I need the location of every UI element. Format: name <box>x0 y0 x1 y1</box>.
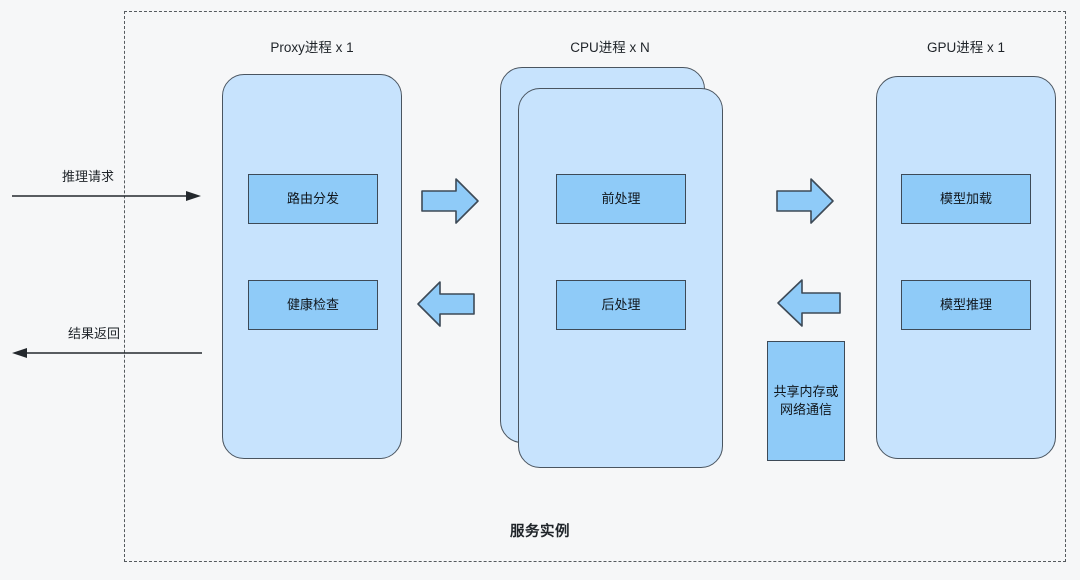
cpu-process-container-front[interactable] <box>518 88 723 468</box>
task-postprocess[interactable]: 后处理 <box>556 280 686 330</box>
flow-label-inference-request: 推理请求 <box>62 169 115 184</box>
task-model-load[interactable]: 模型加载 <box>901 174 1031 224</box>
proxy-process-container[interactable] <box>222 74 402 459</box>
gpu-process-container[interactable] <box>876 76 1056 459</box>
inference-request-arrow <box>12 188 202 204</box>
task-route-dispatch[interactable]: 路由分发 <box>248 174 378 224</box>
arrow-gpu-to-cpu <box>776 278 842 328</box>
caption-proxy-process: Proxy进程 x 1 <box>270 40 354 55</box>
channel-line-1: 共享内存或 <box>773 384 839 400</box>
flow-label-result-return: 结果返回 <box>68 326 121 341</box>
task-model-inference[interactable]: 模型推理 <box>901 280 1031 330</box>
caption-gpu-process: GPU进程 x 1 <box>926 40 1005 55</box>
task-health-check[interactable]: 健康检查 <box>248 280 378 330</box>
arrow-proxy-to-cpu <box>420 177 480 225</box>
channel-shared-memory-or-network[interactable]: 共享内存或 网络通信 <box>767 341 845 461</box>
service-instance-label: 服务实例 <box>510 524 570 540</box>
caption-cpu-process: CPU进程 x N <box>570 40 650 55</box>
channel-line-2: 网络通信 <box>779 402 832 417</box>
result-return-arrow <box>12 345 202 361</box>
arrow-cpu-to-gpu <box>775 177 835 225</box>
task-preprocess[interactable]: 前处理 <box>556 174 686 224</box>
arrow-cpu-to-proxy <box>416 280 476 328</box>
service-instance-boundary <box>124 11 1066 562</box>
